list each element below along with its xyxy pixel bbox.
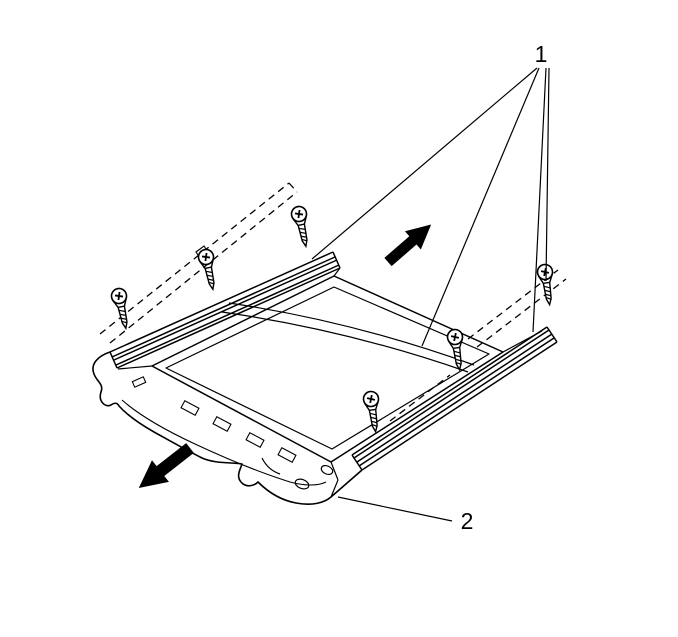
screws <box>109 204 558 434</box>
phantom-line-right <box>467 269 567 348</box>
clip-detail <box>212 415 232 433</box>
clip-detail <box>131 376 147 388</box>
callout-1-leaders <box>311 67 550 347</box>
interior-curve-lines <box>221 302 475 373</box>
direction-arrow-up-right-icon <box>380 215 440 272</box>
clip-detail <box>277 446 297 464</box>
phantom-line-lower-right <box>389 374 451 422</box>
callout-2-label: 2 <box>461 508 474 534</box>
hole <box>294 478 310 490</box>
clip-detail <box>245 431 265 449</box>
phantom-dashed-lines <box>99 182 567 422</box>
screw-icon <box>361 389 384 434</box>
corner-squiggle <box>261 457 281 475</box>
frame-outer-edge <box>92 351 363 505</box>
hole <box>320 464 334 476</box>
corner-holes <box>261 457 334 490</box>
frame-inner-face-line <box>121 399 327 486</box>
bottom-right-rail <box>351 326 558 471</box>
top-left-rail <box>109 251 341 369</box>
clip-detail <box>180 399 200 417</box>
opening-outer-contour <box>151 275 504 463</box>
opening-inner-contour <box>165 286 490 450</box>
direction-arrow-down-left-icon <box>130 437 199 499</box>
corner-connectors <box>117 267 543 498</box>
phantom-line-upper-left <box>99 182 298 344</box>
callout-1-label: 1 <box>535 41 548 67</box>
callout-2-leader <box>337 496 453 522</box>
screw-icon <box>196 247 222 292</box>
screw-icon <box>289 204 315 249</box>
